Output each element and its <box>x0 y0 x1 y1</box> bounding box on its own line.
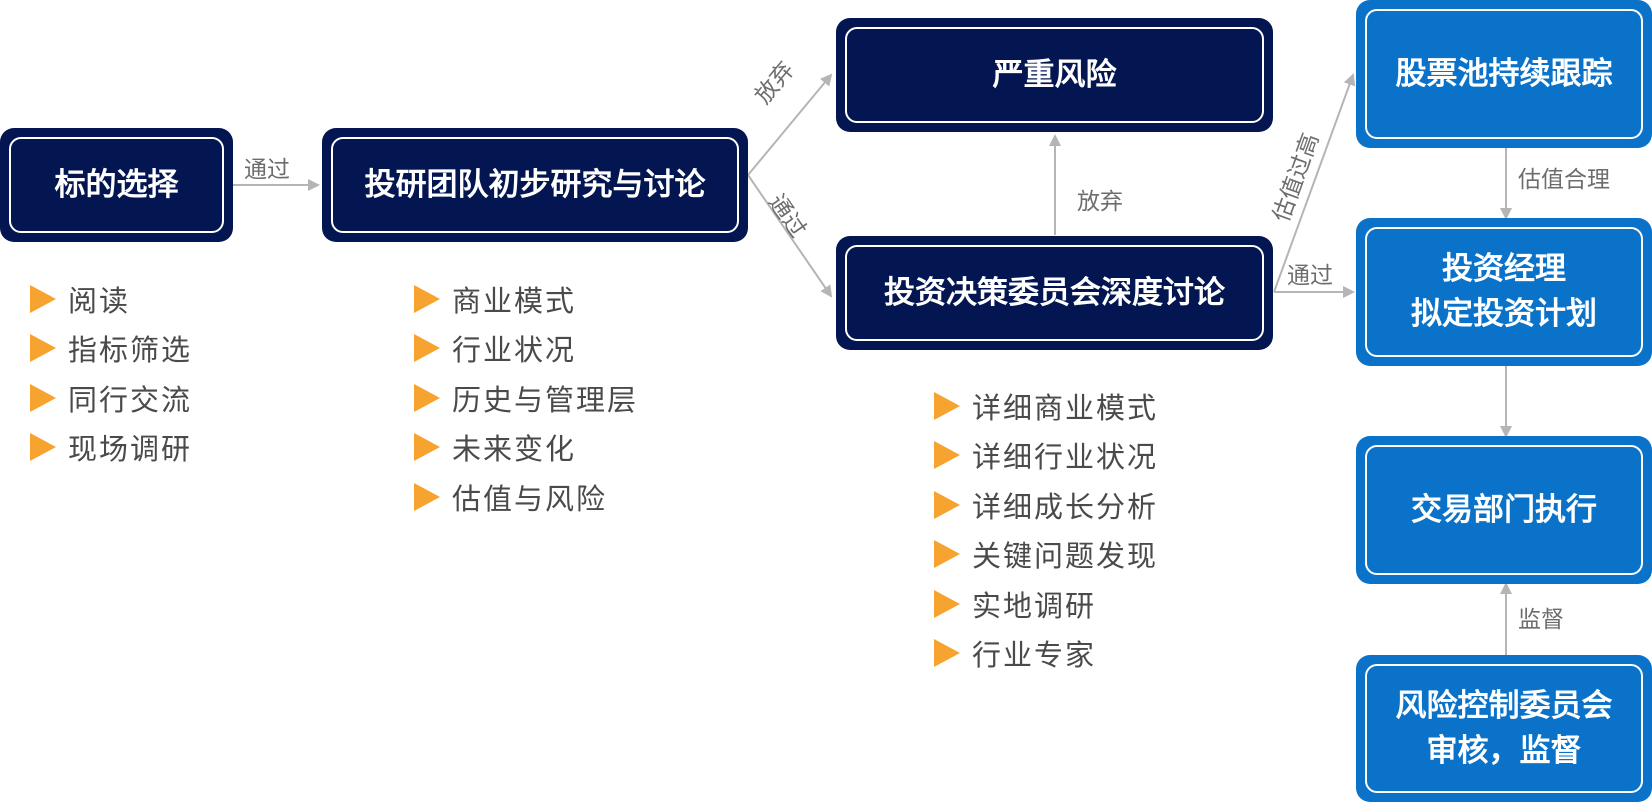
triangle-bullet-icon <box>934 490 960 519</box>
triangle-bullet-icon <box>414 383 440 412</box>
list-item: 详细成长分析 <box>934 480 1158 530</box>
triangle-bullet-icon <box>934 441 960 470</box>
triangle-bullet-icon <box>414 334 440 363</box>
target-selection-label: 标的选择 <box>9 137 224 233</box>
list-item: 详细商业模式 <box>934 381 1158 431</box>
committee-discussion-label: 投资决策委员会深度讨论 <box>845 245 1264 341</box>
list-item: 阅读 <box>30 274 192 324</box>
committee-discussion-box: 投资决策委员会深度讨论 <box>836 236 1273 350</box>
committee-list: 详细商业模式 详细行业状况 详细成长分析 关键问题发现 实地调研 行业专家 <box>934 381 1158 678</box>
pool-tracking-label: 股票池持续跟踪 <box>1365 9 1643 139</box>
target-selection-box: 标的选择 <box>0 128 233 242</box>
triangle-bullet-icon <box>30 284 56 313</box>
list-item: 详细行业状况 <box>934 431 1158 481</box>
list-item: 同行交流 <box>30 373 192 423</box>
triangle-bullet-icon <box>414 482 440 511</box>
selection-list: 阅读 指标筛选 同行交流 现场调研 <box>30 274 192 472</box>
triangle-bullet-icon <box>30 334 56 363</box>
triangle-bullet-icon <box>934 540 960 569</box>
severe-risk-label: 严重风险 <box>845 27 1264 123</box>
manager-plan-line1: 投资经理 <box>1442 251 1566 288</box>
list-item: 关键问题发现 <box>934 530 1158 580</box>
pool-tracking-box: 股票池持续跟踪 <box>1356 0 1652 148</box>
edge-label-abandon-2: 放弃 <box>1077 189 1123 215</box>
preliminary-research-box: 投研团队初步研究与讨论 <box>322 128 748 242</box>
preliminary-research-label: 投研团队初步研究与讨论 <box>331 137 739 233</box>
risk-committee-line2: 审核，监督 <box>1426 732 1582 769</box>
edge-label-pass-3: 通过 <box>1287 263 1333 289</box>
arrow-committee-to-pool <box>1273 73 1356 293</box>
triangle-bullet-icon <box>414 433 440 462</box>
trading-execution-label: 交易部门执行 <box>1365 445 1643 575</box>
risk-committee-label: 风险控制委员会 审核，监督 <box>1365 664 1643 793</box>
arrow-research-to-committee <box>747 174 833 298</box>
list-item: 指标筛选 <box>30 324 192 374</box>
manager-plan-box: 投资经理 拟定投资计划 <box>1356 218 1652 366</box>
edge-label-pass-1: 通过 <box>244 157 290 183</box>
manager-plan-line2: 拟定投资计划 <box>1411 296 1597 332</box>
list-item: 商业模式 <box>414 274 638 324</box>
triangle-bullet-icon <box>414 284 440 313</box>
edge-label-valuation-reasonable: 估值合理 <box>1518 167 1610 193</box>
triangle-bullet-icon <box>934 639 960 668</box>
edge-label-supervise: 监督 <box>1518 607 1564 633</box>
severe-risk-box: 严重风险 <box>836 18 1273 132</box>
list-item: 行业专家 <box>934 629 1158 679</box>
triangle-bullet-icon <box>934 589 960 618</box>
research-list: 商业模式 行业状况 历史与管理层 未来变化 估值与风险 <box>414 274 638 522</box>
list-item: 估值与风险 <box>414 472 638 522</box>
risk-committee-line1: 风险控制委员会 <box>1395 687 1613 724</box>
manager-plan-label: 投资经理 拟定投资计划 <box>1365 227 1643 357</box>
list-item: 未来变化 <box>414 423 638 473</box>
trading-execution-box: 交易部门执行 <box>1356 436 1652 584</box>
triangle-bullet-icon <box>934 391 960 420</box>
arrow-research-to-risk <box>747 73 833 176</box>
list-item: 行业状况 <box>414 324 638 374</box>
list-item: 实地调研 <box>934 579 1158 629</box>
triangle-bullet-icon <box>30 383 56 412</box>
risk-committee-box: 风险控制委员会 审核，监督 <box>1356 655 1652 802</box>
triangle-bullet-icon <box>30 433 56 462</box>
list-item: 历史与管理层 <box>414 373 638 423</box>
list-item: 现场调研 <box>30 423 192 473</box>
